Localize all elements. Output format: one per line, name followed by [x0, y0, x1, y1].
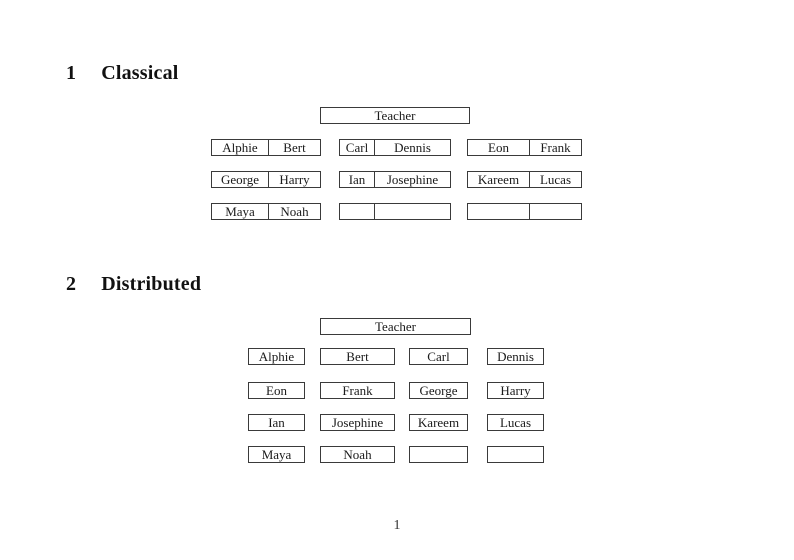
desk-seat-empty [530, 204, 581, 219]
seat: Harry [487, 382, 544, 399]
seat: Dennis [487, 348, 544, 365]
desk-seat: Harry [279, 171, 310, 187]
desk: Carl Dennis [339, 139, 451, 156]
classical-teacher-box: Teacher [320, 107, 470, 124]
seat-empty [409, 446, 468, 463]
desk-seat: Maya [212, 204, 269, 219]
desk-empty [339, 203, 451, 220]
desk: Alphie Bert [211, 139, 321, 156]
section-2-title: Distributed [101, 273, 202, 295]
seat: Noah [320, 446, 395, 463]
seat: Lucas [487, 414, 544, 431]
seat: Alphie [248, 348, 305, 365]
desk-seat: Alphie [212, 140, 269, 155]
desk-empty [467, 203, 582, 220]
section-1-heading: 1 Classical [66, 62, 179, 84]
desk-seat: Frank [540, 139, 571, 155]
desk-seat-empty [468, 204, 530, 219]
section-1-title: Classical [101, 62, 179, 84]
seat: George [409, 382, 468, 399]
desk-seat: George [212, 172, 269, 187]
section-2-number: 2 [66, 273, 77, 295]
desk-seat: Ian [340, 172, 375, 187]
desk-seat: Kareem [468, 172, 530, 187]
desk-seat: Josephine [386, 171, 439, 187]
seat: Ian [248, 414, 305, 431]
teacher-label: Teacher [375, 318, 416, 334]
desk-seat: Carl [340, 140, 375, 155]
desk: Eon Frank [467, 139, 582, 156]
seat: Kareem [409, 414, 468, 431]
desk-seat: Lucas [539, 171, 572, 187]
seat: Eon [248, 382, 305, 399]
seat: Frank [320, 382, 395, 399]
desk: Ian Josephine [339, 171, 451, 188]
desk: Kareem Lucas [467, 171, 582, 188]
desk-seat-empty [375, 204, 450, 219]
desk-seat: Eon [468, 140, 530, 155]
seat-empty [487, 446, 544, 463]
seat: Bert [320, 348, 395, 365]
desk-seat: Noah [280, 203, 309, 219]
seat: Carl [409, 348, 468, 365]
section-1-number: 1 [66, 62, 77, 84]
seat: Maya [248, 446, 305, 463]
distributed-teacher-box: Teacher [320, 318, 471, 335]
section-2-heading: 2 Distributed [66, 273, 201, 295]
page-number: 1 [393, 518, 401, 533]
desk-seat: Bert [283, 139, 306, 155]
desk: George Harry [211, 171, 321, 188]
desk: Maya Noah [211, 203, 321, 220]
desk-seat-empty [340, 204, 375, 219]
seat: Josephine [320, 414, 395, 431]
teacher-label: Teacher [374, 107, 416, 123]
desk-seat: Dennis [394, 139, 431, 155]
